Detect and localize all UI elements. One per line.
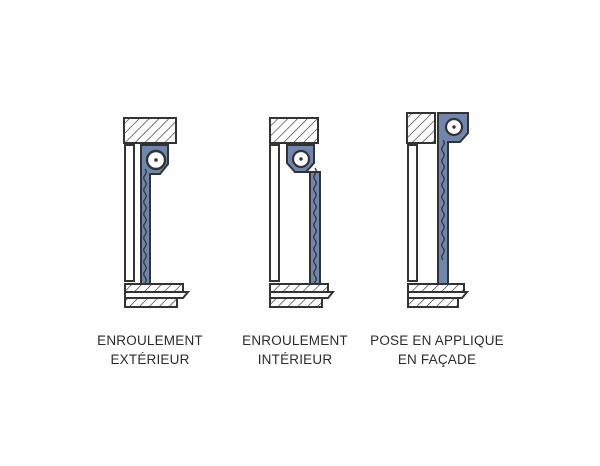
window-sill: [124, 283, 184, 293]
roller-drum-icon: [444, 117, 464, 137]
lintel-block: [406, 112, 436, 144]
sill-block: [124, 291, 191, 299]
sill-base: [124, 297, 178, 308]
panel-pose-en-applique: [406, 112, 470, 308]
window-sill: [407, 283, 465, 293]
panel-enroulement-exterieur: [123, 117, 191, 308]
caption-line: ENROULEMENT: [242, 333, 348, 348]
wall-jamb: [124, 144, 135, 282]
caption-line: INTÉRIEUR: [257, 352, 333, 367]
caption-line: ENROULEMENT: [97, 333, 203, 348]
wall-jamb: [407, 144, 418, 282]
roller-drum-icon: [291, 149, 311, 169]
lintel-block: [123, 117, 177, 144]
caption-enroulement-interieur: ENROULEMENT INTÉRIEUR: [220, 331, 370, 369]
sill-block: [269, 291, 336, 299]
lintel-block: [269, 117, 319, 144]
panel-enroulement-interieur: [269, 117, 336, 308]
caption-enroulement-exterieur: ENROULEMENT EXTÉRIEUR: [75, 331, 225, 369]
caption-line: EXTÉRIEUR: [110, 352, 190, 367]
sill-block: [407, 291, 470, 299]
window-sill: [269, 283, 329, 293]
sill-base: [269, 297, 323, 308]
caption-line: EN FAÇADE: [397, 352, 477, 367]
wall-jamb: [269, 144, 280, 282]
caption-pose-en-applique: POSE EN APPLIQUE EN FAÇADE: [362, 331, 512, 369]
sill-base: [407, 297, 459, 308]
roller-drum-icon: [145, 149, 167, 171]
caption-line: POSE EN APPLIQUE: [370, 333, 504, 348]
